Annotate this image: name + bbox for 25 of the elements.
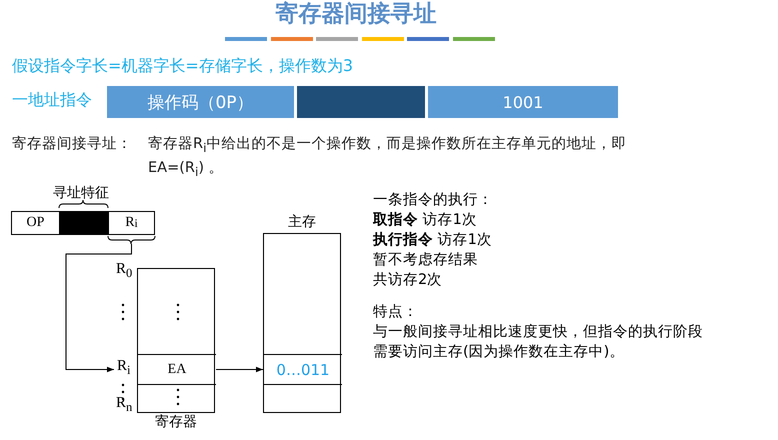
opcode-field: 操作码（0P）	[107, 86, 294, 118]
arrow	[66, 244, 132, 372]
main-memory-title: 主存	[287, 213, 317, 232]
memory-cell: 0…011	[264, 354, 342, 385]
definition-text: 寄存器R$_{i}$中给出的不是一个操作数，而是操作数所在主存单元的地址，即EA=(R$_{i}$) 。	[148, 134, 628, 181]
address-field: 1001	[428, 86, 618, 118]
assumption-text: 假设指令字长=机器字长=存储字长，操作数为3	[12, 56, 353, 77]
register-label: R$_{0}$	[116, 261, 132, 281]
bracket-label: 寻址特征	[53, 184, 109, 202]
register-label: R$_{i}$	[117, 358, 130, 378]
note-text: 取指令 访存1次	[373, 210, 477, 229]
note-text: 暂不考虑存结果	[373, 251, 478, 269]
register-file-title: 寄存器	[154, 413, 198, 432]
note-text: 一条指令的执行：	[373, 191, 493, 209]
note-text: 共访存2次	[373, 270, 442, 289]
note-text: 执行指令 访存1次	[373, 230, 492, 249]
note-heading: 特点：	[373, 303, 418, 321]
slide-title: 寄存器间接寻址	[274, 0, 438, 29]
addressing-mode-field	[297, 86, 425, 118]
note-text: 与一般间接寻址相比速度更快，但指令的执行阶段需要访问主存(因为操作数在主存中)。	[373, 322, 704, 362]
arrow	[216, 366, 264, 372]
definition-term: 寄存器间接寻址：	[12, 134, 132, 153]
row-label: 一地址指令	[12, 90, 92, 111]
addressing-mode-field	[59, 211, 109, 235]
register-cell: EA	[138, 354, 216, 385]
